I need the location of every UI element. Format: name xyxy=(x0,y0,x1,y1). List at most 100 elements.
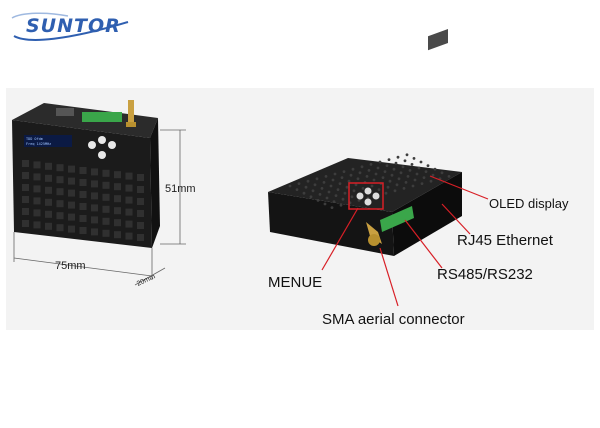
label-rj45-ethernet: RJ45 Ethernet xyxy=(457,232,553,249)
vent-hole xyxy=(56,176,64,184)
brand-logo: SUNTOR xyxy=(8,10,138,44)
label-sma-connector: SMA aerial connector xyxy=(322,311,465,328)
vent-hole xyxy=(91,228,98,236)
vent-hole xyxy=(45,186,52,194)
vent-dot xyxy=(323,202,327,206)
dimension-lines xyxy=(13,129,186,286)
vent-dot xyxy=(295,188,299,192)
vent-hole xyxy=(45,162,52,170)
vent-dot xyxy=(367,169,371,172)
vent-dot xyxy=(377,188,381,192)
vent-dot xyxy=(399,171,403,175)
vent-dot xyxy=(396,155,400,159)
label-rs485-rs232: RS485/RS232 xyxy=(437,266,533,283)
vent-dot xyxy=(365,175,369,178)
vent-dot xyxy=(322,181,326,184)
vent-dot xyxy=(316,199,320,202)
vent-dot xyxy=(306,179,310,183)
vent-dot xyxy=(324,175,328,178)
vent-hole xyxy=(114,171,121,179)
vent-dot xyxy=(387,158,391,162)
vent-dot xyxy=(378,160,382,164)
vent-dot xyxy=(392,167,396,171)
vent-hole xyxy=(114,195,121,203)
vent-hole xyxy=(102,229,110,237)
vent-hole xyxy=(137,174,144,181)
left-device-side xyxy=(150,118,160,248)
vent-hole xyxy=(102,217,110,225)
vent-hole xyxy=(22,220,29,227)
callout-lines xyxy=(321,175,489,307)
vent-hole xyxy=(114,183,121,191)
right-device-top xyxy=(268,158,462,212)
vent-hole xyxy=(22,208,29,215)
vent-dot xyxy=(358,171,362,175)
vent-dot xyxy=(372,178,376,182)
menu-button-down xyxy=(98,151,106,159)
oled-line-2: Freq 1425MHz xyxy=(26,142,51,146)
vent-dot xyxy=(413,178,417,182)
vent-hole xyxy=(33,161,41,169)
vent-dot xyxy=(419,160,423,164)
vent-dot xyxy=(332,200,336,204)
vent-dot xyxy=(330,206,334,210)
vent-dot xyxy=(390,173,394,177)
left-antenna xyxy=(128,100,134,126)
right-device-front xyxy=(268,192,394,256)
label-menu: MENUE xyxy=(268,274,323,291)
vent-hole xyxy=(56,200,64,208)
vent-hole xyxy=(68,225,75,233)
vent-hole xyxy=(125,232,133,240)
vent-hole xyxy=(125,208,133,216)
left-rj45-port xyxy=(56,108,74,116)
vent-hole xyxy=(33,185,41,193)
vent-hole xyxy=(91,168,98,176)
right-device xyxy=(268,28,462,256)
vent-hole xyxy=(79,203,87,210)
vent-hole xyxy=(45,210,52,218)
vent-dot xyxy=(340,176,344,180)
vent-dot xyxy=(395,183,399,187)
vent-hole xyxy=(102,205,110,213)
vent-hole xyxy=(45,174,52,182)
vent-dot xyxy=(447,175,451,178)
left-terminal-block xyxy=(82,112,122,122)
vent-dot xyxy=(315,177,319,181)
vent-dot xyxy=(313,183,317,187)
vent-dot xyxy=(338,182,342,186)
vent-hole xyxy=(91,216,98,224)
vent-hole xyxy=(56,188,64,196)
vent-hole xyxy=(33,197,41,205)
vent-hole xyxy=(79,179,87,186)
vent-hole xyxy=(125,184,133,192)
vent-hole xyxy=(68,177,75,185)
vent-hole xyxy=(137,234,144,241)
vent-dot xyxy=(386,185,390,189)
vent-dot xyxy=(351,167,355,171)
vent-dot xyxy=(356,177,360,181)
vent-dot xyxy=(408,169,412,172)
vent-hole xyxy=(125,172,133,180)
vent-dot xyxy=(405,153,409,157)
left-vent-grid xyxy=(22,160,144,241)
vent-hole xyxy=(33,209,41,217)
dimension-width: 75mm xyxy=(55,260,86,272)
vent-dot xyxy=(424,170,428,174)
vent-dot xyxy=(431,173,435,177)
vent-hole xyxy=(114,207,121,215)
vent-dot xyxy=(309,195,313,199)
vent-dot xyxy=(412,157,416,160)
vent-dot xyxy=(339,203,343,207)
vent-dot xyxy=(397,177,401,181)
right-device-side xyxy=(392,172,462,256)
vent-dot xyxy=(369,163,373,166)
vent-hole xyxy=(137,186,144,193)
vent-dot xyxy=(288,184,292,188)
vent-hole xyxy=(22,196,29,203)
vent-dot xyxy=(385,164,389,168)
vent-dot xyxy=(411,184,415,188)
vent-dot xyxy=(422,176,426,180)
vent-hole xyxy=(56,164,64,172)
vent-dot xyxy=(401,165,405,169)
